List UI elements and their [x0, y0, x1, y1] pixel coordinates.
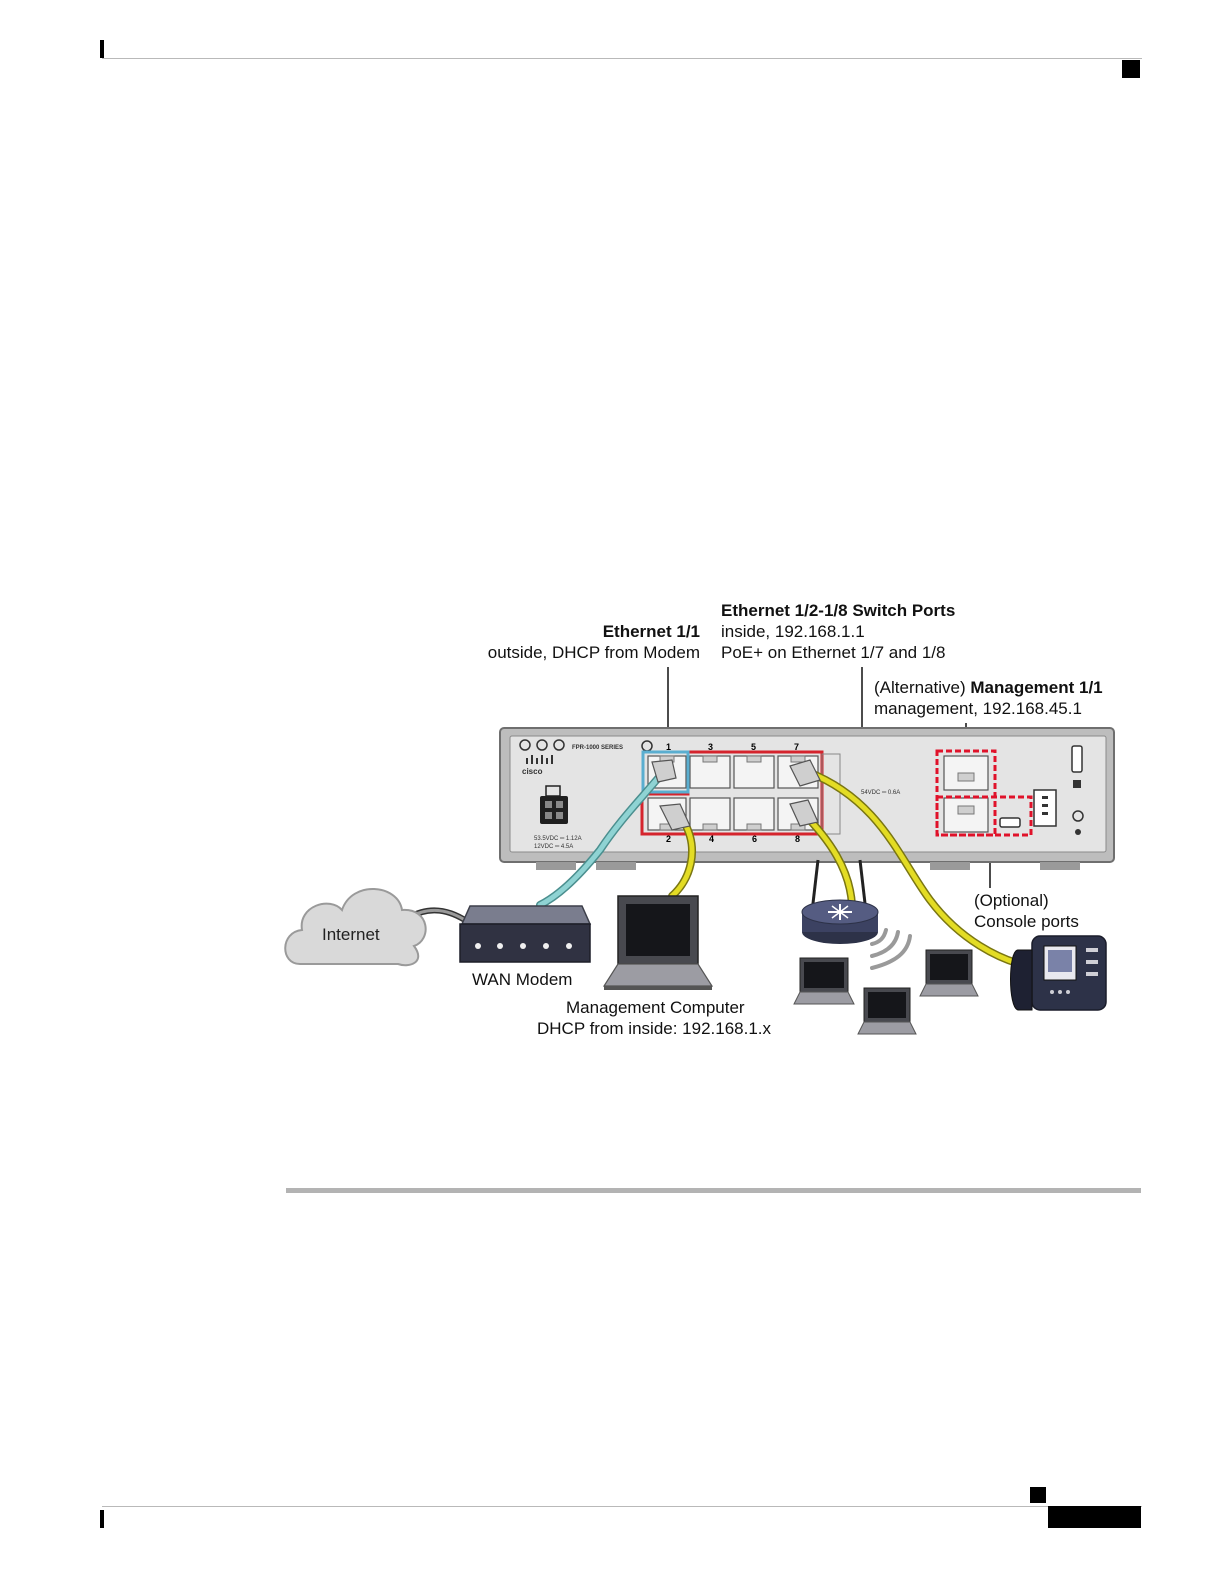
power-rating-2: 12VDC ═ 4.5A — [534, 844, 573, 850]
mgmt-computer-label: Management Computer — [566, 998, 745, 1017]
wireless-laptop-icon — [857, 987, 917, 1035]
switch-ports-ip: inside, 192.168.1.1 — [721, 622, 865, 641]
console-port-highlight — [935, 795, 1033, 837]
page-number-tab — [1048, 1506, 1141, 1528]
port-number: 2 — [666, 834, 671, 844]
router-icon — [801, 859, 879, 944]
wireless-laptop-icon — [919, 949, 979, 997]
power-rating-1: 53.5VDC ═ 1.12A — [534, 836, 582, 842]
internet-cloud-icon — [284, 888, 427, 967]
port-number: 6 — [752, 834, 757, 844]
status-icon — [536, 739, 548, 751]
ethernet11-desc: outside, DHCP from Modem — [487, 643, 700, 662]
cisco-logo-icon — [526, 755, 553, 764]
wan-modem-label: WAN Modem — [472, 970, 573, 989]
power-icon — [519, 739, 531, 751]
switch-ports-title: Ethernet 1/2-1/8 Switch Ports — [721, 601, 956, 620]
header-marker — [1122, 60, 1140, 78]
rj45-connector — [651, 759, 677, 783]
internet-label: Internet — [322, 925, 380, 944]
ip-phone-icon — [1010, 935, 1107, 1011]
management-port-highlight — [935, 749, 997, 837]
rj45-connector — [789, 759, 821, 787]
switch-ports-highlight — [640, 750, 824, 836]
switch-ports-poe: PoE+ on Ethernet 1/7 and 1/8 — [721, 643, 946, 662]
management-port-name: Management 1/1 — [970, 678, 1103, 697]
management-title: (Alternative) Management 1/1 — [874, 677, 1103, 698]
reset-slot — [1071, 745, 1083, 773]
ethernet11-highlight — [641, 750, 690, 794]
header-tick — [100, 40, 104, 58]
mgmt-computer-dhcp: DHCP from inside: 192.168.1.x — [537, 1019, 772, 1038]
console-optional: (Optional) — [974, 891, 1049, 910]
port-number: 1 — [666, 742, 671, 752]
reset-button-icon — [1072, 810, 1084, 822]
wireless-signal-icon — [870, 928, 912, 970]
header-rule — [102, 58, 1142, 59]
brand-text: cisco — [522, 767, 543, 776]
rj45-connector — [789, 799, 819, 827]
footer-rule — [102, 1506, 1142, 1507]
console-label: Console ports — [974, 912, 1079, 931]
management-prefix: (Alternative) — [874, 678, 971, 697]
management-laptop-icon — [602, 895, 714, 990]
port-number: 3 — [708, 742, 713, 752]
section-separator — [286, 1188, 1141, 1193]
active-icon — [553, 739, 565, 751]
port-number: 7 — [794, 742, 799, 752]
rj45-connector — [659, 803, 691, 831]
footer-marker — [1030, 1487, 1046, 1503]
wireless-laptop-icon — [793, 957, 855, 1005]
port-number: 4 — [709, 834, 714, 844]
port-number: 8 — [795, 834, 800, 844]
wan-modem-icon — [459, 905, 592, 963]
lock-icon — [1073, 780, 1081, 788]
footer-tick — [100, 1510, 104, 1528]
port-number: 5 — [751, 742, 756, 752]
poe-rating: 54VDC ═ 0.6A — [861, 790, 900, 796]
management-port — [943, 755, 989, 833]
power-connector-icon — [540, 785, 568, 824]
mini-usb-port — [999, 817, 1021, 828]
usb-port — [1033, 789, 1057, 827]
management-ip: management, 192.168.45.1 — [874, 699, 1082, 718]
model-text: FPR-1000 SERIES — [572, 745, 623, 751]
ethernet11-title: Ethernet 1/1 — [602, 622, 700, 641]
